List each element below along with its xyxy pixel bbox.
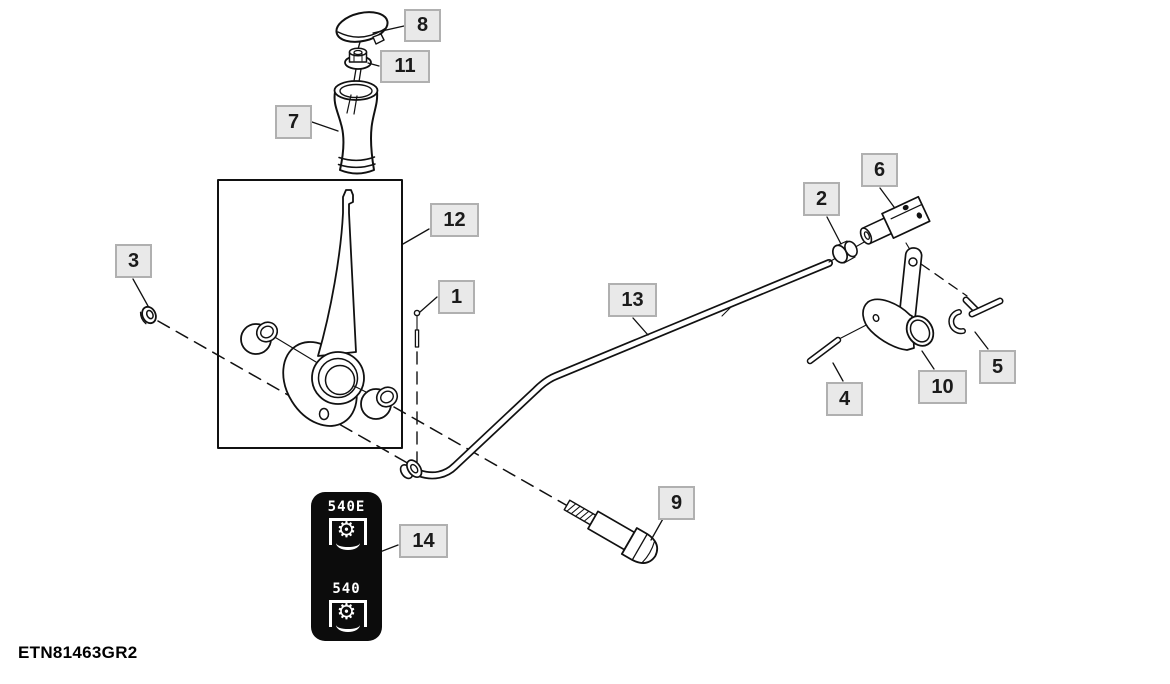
callout-13: 13 <box>608 283 657 317</box>
shift-knob <box>333 91 379 175</box>
pto-arc-shape <box>335 622 360 632</box>
decal-540e-label: 540E <box>327 499 366 515</box>
gear-icon: ⚙ <box>336 600 357 625</box>
lever-hub-bore <box>324 364 356 396</box>
gear-icon: ⚙ <box>336 518 357 543</box>
callout-2: 2 <box>803 182 840 216</box>
plate-bolt-hole <box>318 407 330 421</box>
callout-11: 11 <box>380 50 430 83</box>
decal-540-group: 540 ⚙ <box>326 581 368 632</box>
figure-code: ETN81463GR2 <box>18 643 138 662</box>
callout-3: 3 <box>115 244 152 278</box>
callout-1: 1 <box>438 280 475 314</box>
pto-bracket-shape <box>328 518 367 545</box>
callout-4: 4 <box>826 382 863 416</box>
pto-decal: 540E ⚙ 540 ⚙ <box>311 492 382 641</box>
callout-14: 14 <box>399 524 448 558</box>
pto-540e-icon: ⚙ <box>326 517 368 550</box>
dashed-axis-clip <box>920 263 968 297</box>
decal-540-label: 540 <box>332 581 361 597</box>
pto-lever-hub <box>862 298 915 351</box>
callout-10: 10 <box>918 370 967 404</box>
callout-9: 9 <box>658 486 695 520</box>
dashed-axis-bolt <box>393 406 567 506</box>
rod-end-collar <box>399 459 423 480</box>
leader-lines <box>132 25 989 553</box>
shoulder-bolt <box>563 499 659 564</box>
washer <box>139 305 157 325</box>
callout-6: 6 <box>861 153 898 187</box>
callout-12: 12 <box>430 203 479 237</box>
dashed-axis-washer <box>157 320 412 466</box>
decal-540e-group: 540E ⚙ <box>326 499 368 550</box>
lever-shaft <box>317 189 357 357</box>
callout-8: 8 <box>404 9 441 42</box>
cotter-pin <box>413 309 421 317</box>
callout-7: 7 <box>275 105 312 139</box>
knob-nut <box>344 47 372 86</box>
pto-arc-shape <box>335 540 360 550</box>
rod-nut <box>832 240 858 264</box>
callout-5: 5 <box>979 350 1016 384</box>
clevis <box>859 195 931 245</box>
pto-bracket-shape <box>328 600 367 627</box>
pto-540-icon: ⚙ <box>326 599 368 632</box>
